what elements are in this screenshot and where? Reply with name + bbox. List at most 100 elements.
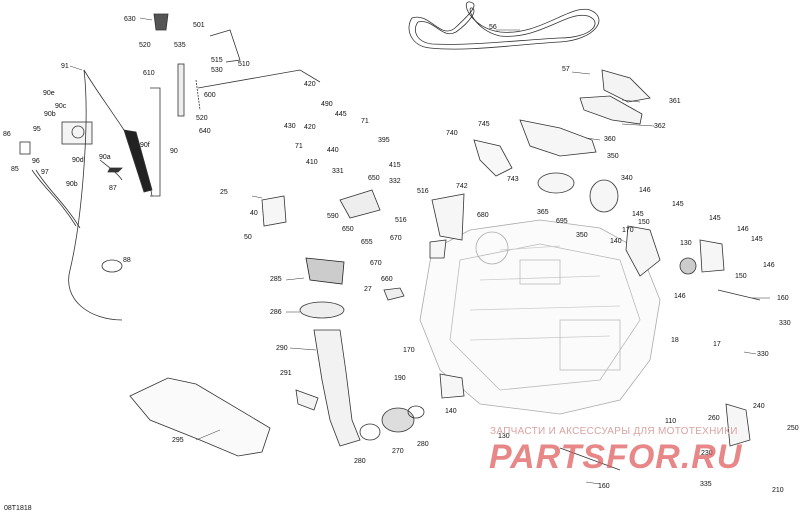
callout-label: 170 [622, 227, 634, 234]
callout-label: 420 [304, 81, 316, 88]
callout-label: 330 [779, 320, 791, 327]
diagram-code: 08T1818 [4, 505, 32, 512]
callout-label: 130 [680, 240, 692, 247]
callout-label: 745 [478, 121, 490, 128]
callout-label: 350 [607, 153, 619, 160]
callout-label: 90d [72, 157, 84, 164]
mounting-bracket [473, 139, 513, 177]
drive-belt [408, 1, 600, 50]
callout-label: 25 [220, 189, 228, 196]
callout-label: 610 [143, 70, 155, 77]
callout-label: 330 [757, 351, 769, 358]
callout-label: 71 [295, 143, 303, 150]
callout-label: 680 [477, 212, 489, 219]
callout-label: 516 [417, 188, 429, 195]
belt-guard-upper [601, 69, 651, 103]
control-rod [197, 69, 321, 89]
callout-label: 130 [498, 433, 510, 440]
callout-label: 160 [598, 483, 610, 490]
callout-label: 90b [44, 111, 56, 118]
long-bolt [717, 289, 761, 301]
callout-label: 361 [669, 98, 681, 105]
callout-label: 520 [139, 42, 151, 49]
callout-label: 145 [751, 236, 763, 243]
callout-label: 85 [11, 166, 19, 173]
callout-label: 146 [763, 262, 775, 269]
callout-label: 88 [123, 257, 131, 264]
callout-label: 670 [370, 260, 382, 267]
callout-label: 640 [199, 128, 211, 135]
callout-label: 140 [610, 238, 622, 245]
throttle-body [19, 121, 93, 155]
callout-label: 27 [364, 286, 372, 293]
callout-label: 160 [777, 295, 789, 302]
watermark-caption: ЗАПЧАСТИ И АКСЕССУАРЫ ДЛЯ МОТОТЕХНИКИ [490, 426, 738, 437]
callout-label: 86 [3, 131, 11, 138]
watermark-logo: PARTSFOR.RU [489, 438, 743, 476]
callout-label: 146 [639, 187, 651, 194]
callout-label: 695 [556, 218, 568, 225]
callout-label: 430 [284, 123, 296, 130]
callout-label: 660 [381, 276, 393, 283]
callout-label: 40 [250, 210, 258, 217]
callout-label: 230 [701, 450, 713, 457]
callout-label: 96 [32, 158, 40, 165]
callout-label: 91 [61, 63, 69, 70]
callout-label: 87 [109, 185, 117, 192]
callout-label: 445 [335, 111, 347, 118]
callout-label: 515 [211, 57, 223, 64]
engine-block [419, 219, 661, 415]
callout-label: 90e [43, 90, 55, 97]
callout-label: 332 [389, 178, 401, 185]
callout-label: 415 [389, 162, 401, 169]
callout-label: 90c [55, 103, 67, 110]
callout-label: 516 [395, 217, 407, 224]
callout-label: 535 [174, 42, 186, 49]
callout-label: 365 [537, 209, 549, 216]
callout-label: 670 [390, 235, 402, 242]
callout-label: 270 [392, 448, 404, 455]
callout-label: 17 [713, 341, 721, 348]
callout-label: 395 [378, 137, 390, 144]
callout-label: 286 [270, 309, 282, 316]
callout-label: 440 [327, 147, 339, 154]
callout-label: 590 [327, 213, 339, 220]
belt-guard-lower [579, 95, 643, 125]
callout-label: 655 [361, 239, 373, 246]
callout-label: 240 [753, 403, 765, 410]
intake-duct [313, 329, 361, 447]
callout-label: 97 [41, 169, 49, 176]
callout-label: 340 [621, 175, 633, 182]
callout-label: 530 [211, 67, 223, 74]
callout-label: 146 [737, 226, 749, 233]
callout-label: 290 [276, 345, 288, 352]
callout-label: 210 [772, 487, 784, 494]
callout-label: 90f [140, 142, 150, 149]
callout-label: 360 [604, 136, 616, 143]
filter-cage [305, 257, 345, 285]
callout-label: 285 [270, 276, 282, 283]
callout-label: 18 [671, 337, 679, 344]
callout-label: 90 [170, 148, 178, 155]
callout-label: 291 [280, 370, 292, 377]
callout-label: 520 [196, 115, 208, 122]
callout-label: 50 [244, 234, 252, 241]
callout-label: 510 [238, 61, 250, 68]
callout-label: 140 [445, 408, 457, 415]
callout-label: 362 [654, 123, 666, 130]
callout-label: 110 [665, 418, 677, 425]
callout-label: 630 [124, 16, 136, 23]
callout-label: 250 [787, 425, 799, 432]
callout-label: 170 [403, 347, 415, 354]
callout-label: 145 [632, 211, 644, 218]
callout-label: 150 [638, 219, 650, 226]
callout-label: 280 [417, 441, 429, 448]
callout-label: 90b [66, 181, 78, 188]
callout-label: 335 [700, 481, 712, 488]
callout-label: 650 [368, 175, 380, 182]
filter-ring [299, 301, 345, 319]
callout-label: 742 [456, 183, 468, 190]
callout-label: 56 [489, 24, 497, 31]
